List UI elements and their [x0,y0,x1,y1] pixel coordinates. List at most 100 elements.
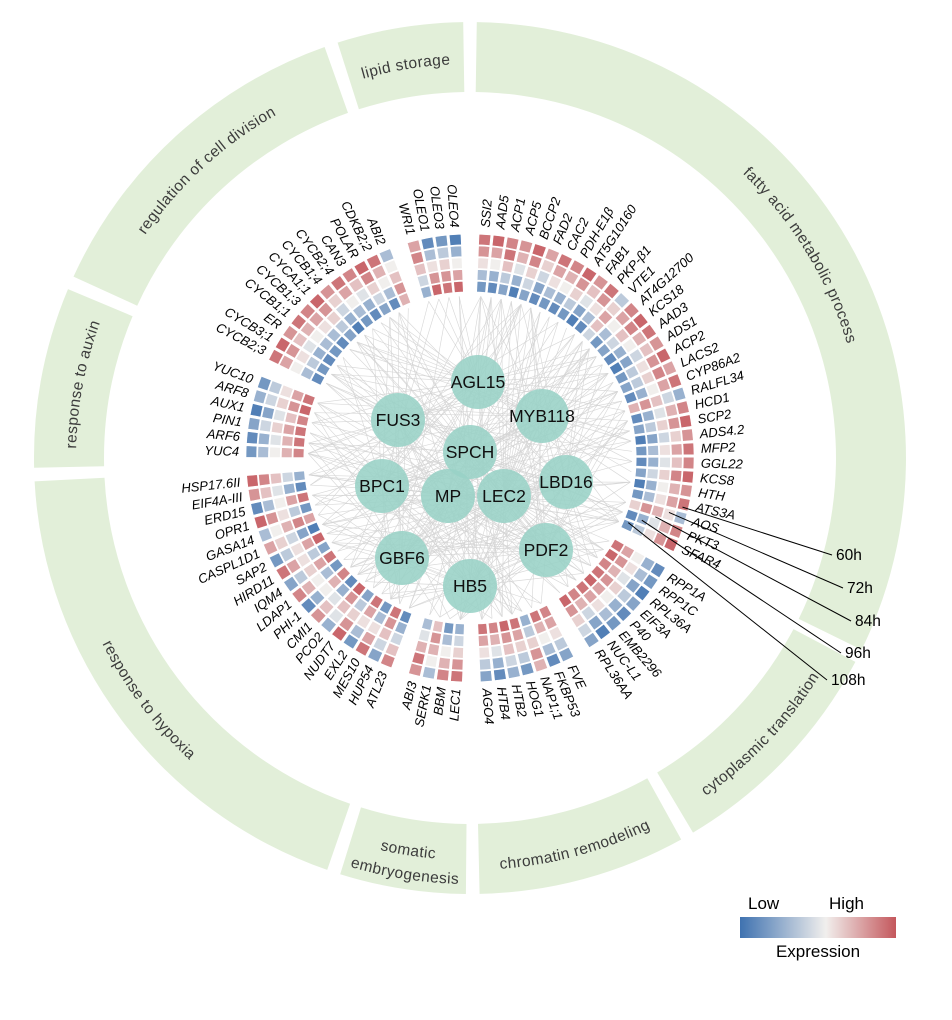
heatmap-cell [649,394,664,408]
heatmap-cell [558,646,575,663]
heatmap-cell [613,554,629,570]
heatmap-cell [629,550,646,566]
gene-label: MFP2 [700,439,736,455]
heatmap-cell [441,633,453,647]
heatmap-cell [570,612,586,629]
heatmap-cell [650,504,665,519]
heatmap-cell [265,511,280,526]
heatmap-cell [285,343,301,359]
gene-label: ACP1 [507,197,528,234]
heatmap-cell [448,233,462,246]
gene-label: LEC1 [446,688,463,721]
heatmap-cell [648,335,665,352]
heatmap-cell [537,631,552,646]
heatmap-cell [653,406,667,420]
heatmap-cell [669,469,683,483]
heatmap-cell [320,616,337,634]
hub-node-circle [451,355,505,409]
heatmap-cell [408,662,423,677]
heatmap-cell [490,246,504,260]
gene-label: BBM [430,686,448,716]
heatmap-cell [642,490,656,504]
heatmap-cell [491,656,505,670]
heatmap-cell [327,292,344,309]
gene-label: SSI2 [478,198,495,228]
heatmap-cell [536,269,551,285]
heatmap-cell [410,251,425,265]
hub-node-circle [355,459,409,513]
heatmap-cell [612,344,628,360]
heatmap-cell [273,496,287,510]
heatmap-cell [606,563,622,579]
heatmap-cell [281,435,294,447]
heatmap-cell [293,436,306,448]
gene-label: AAD5 [492,194,512,231]
heatmap-cell [521,277,535,291]
heatmap-cell [309,589,326,606]
heatmap-cell [334,319,350,335]
gene-label: GGL22 [701,456,744,472]
heatmap-cell [383,615,398,631]
heatmap-cell [294,481,308,493]
gene-label: PIN1 [212,410,243,429]
heatmap-cell [563,269,580,286]
heatmap-cell [640,370,656,386]
heatmap-cell [606,318,622,335]
heatmap-cell [553,636,569,652]
hub-node-circle [519,523,573,577]
edge-line [381,298,440,487]
heatmap-cell [247,417,261,431]
heatmap-cell [589,318,605,334]
heatmap-cell [336,599,352,615]
heatmap-cell [327,574,343,590]
heatmap-cell [670,443,683,456]
category-arc [340,807,467,894]
heatmap-cell [335,335,351,351]
gene-label: SCP2 [696,406,733,427]
heatmap-cell [515,251,530,265]
heatmap-cell [271,484,285,498]
heatmap-cell [434,234,449,248]
heatmap-cell [528,254,543,269]
edge-line [312,494,547,551]
heatmap-cell [257,376,272,392]
heatmap-cell [377,301,392,317]
heatmap-cell [514,639,528,654]
heatmap-cell [300,597,317,614]
heatmap-cell [292,331,308,348]
gene-label: ARF6 [205,426,241,444]
heatmap-cell [360,630,377,647]
heatmap-cell [399,610,413,624]
heatmap-cell [302,511,317,525]
heatmap-cell [594,623,611,641]
heatmap-cell [522,624,536,639]
heatmap-cell [673,510,688,526]
edge-line [397,304,522,421]
heatmap-cell [432,620,444,633]
heatmap-cell [597,309,614,326]
heatmap-cell [490,644,503,658]
edge-line [381,430,630,487]
heatmap-cell [369,594,384,610]
heatmap-cell [541,641,557,657]
heatmap-cell [532,281,546,296]
heatmap-cell [628,348,644,364]
heatmap-cell [661,360,677,376]
heatmap-cell [376,275,392,291]
heatmap-cell [310,607,327,624]
heatmap-cell [590,597,606,614]
heatmap-cell [665,495,679,509]
heatmap-cell [581,327,597,342]
heatmap-cell [642,573,659,590]
heatmap-cell [289,360,305,376]
heatmap-cell [328,344,344,359]
gene-label: AUX1 [209,393,246,415]
heatmap-cell [640,323,657,341]
heatmap-cell [422,666,437,680]
heatmap-cell [623,320,640,337]
heatmap-cell [595,292,612,309]
heatmap-cell [287,400,301,414]
heatmap-cell [268,348,284,365]
heatmap-cell [568,286,584,302]
